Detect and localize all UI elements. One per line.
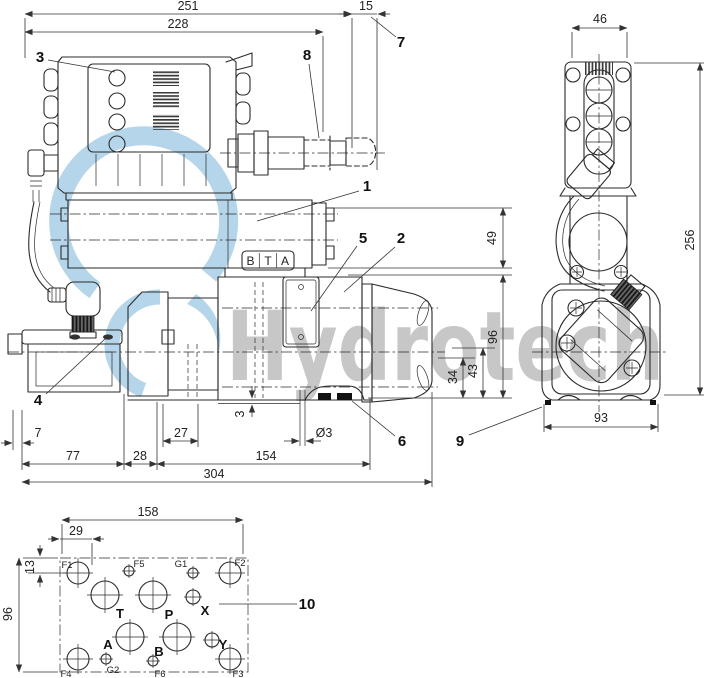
nameplate: [282, 276, 320, 348]
callouts-main: 3 8 7 1 5 2 4 6: [34, 16, 406, 450]
dims-main-bottom: 7 77 28 27 Ø3 154 304 3: [1, 386, 433, 487]
dim-96-main: 96: [486, 330, 500, 344]
port-label-x: X: [201, 603, 210, 618]
port-label-f3: F3: [232, 669, 243, 678]
port-label-f2: F2: [234, 558, 245, 569]
dim-46: 46: [593, 12, 607, 26]
dim-304: 304: [204, 467, 225, 481]
dim-93: 93: [594, 411, 608, 425]
tilted-cartridge: [558, 297, 644, 384]
dims-main-top: 251 228 15: [24, 0, 390, 170]
port-label-f6: F6: [154, 669, 165, 678]
dim-154: 154: [256, 449, 277, 463]
dim-49: 49: [485, 231, 499, 245]
solenoid-connector: [47, 281, 101, 339]
pump-section: [7, 329, 123, 393]
dim-251: 251: [178, 0, 199, 13]
callout-1: 1: [363, 178, 371, 195]
dim-dia3: Ø3: [316, 426, 333, 440]
port-label-a: A: [103, 637, 113, 652]
dims-port-view: 158 29 13 96: [1, 505, 244, 673]
override-cartridge: [220, 130, 385, 176]
port-label-g1: G1: [175, 559, 188, 570]
dim-7: 7: [35, 426, 42, 440]
callout-5: 5: [359, 230, 367, 247]
port-view: T P X A B Y F1 F5 G1 F2 F4 G2 F6 F3: [1, 505, 315, 678]
dim-228: 228: [168, 17, 189, 31]
port-letter-a: A: [281, 254, 289, 268]
vent-grille: [153, 70, 179, 86]
port-label-f5: F5: [133, 559, 144, 570]
port-label-b: B: [154, 644, 163, 659]
dims-main-right: 49 96 34 43: [328, 207, 512, 399]
callout-3: 3: [36, 49, 44, 66]
port-label-p: P: [165, 607, 174, 622]
callout-2: 2: [397, 230, 405, 247]
dim-13: 13: [23, 560, 37, 574]
port-label-t: T: [116, 606, 124, 621]
main-view: B T A: [1, 0, 512, 487]
callout-10: 10: [299, 596, 316, 613]
port-label-g2: G2: [107, 665, 120, 676]
port-labels: T P X A B Y F1 F5 G1 F2 F4 G2 F6 F3: [60, 558, 245, 678]
port-label-f4: F4: [60, 669, 71, 678]
electronics-box: [27, 52, 253, 202]
callout-4: 4: [34, 392, 43, 409]
dim-158: 158: [138, 505, 159, 519]
callout-7: 7: [397, 34, 405, 51]
main-block: [7, 201, 445, 446]
callout-8: 8: [303, 47, 311, 64]
dim-77: 77: [66, 449, 80, 463]
port-letter-t: T: [264, 254, 272, 268]
dim-256: 256: [683, 230, 697, 251]
seal-foot: [304, 385, 365, 401]
dim-34: 34: [446, 370, 460, 384]
dim-28: 28: [133, 449, 147, 463]
cover-screws: [558, 299, 641, 377]
callout-6: 6: [398, 433, 406, 450]
port-label-y: Y: [219, 637, 228, 652]
port-label-f1: F1: [61, 560, 72, 571]
dims-side: 46 256 93: [543, 12, 704, 432]
cable: [28, 201, 51, 293]
cable-side: [555, 195, 605, 292]
solenoid-cone: [361, 283, 433, 403]
angled-connector: [566, 148, 616, 200]
callout-9: 9: [456, 433, 464, 450]
dim-3: 3: [233, 410, 247, 417]
cable-gland: [27, 149, 45, 177]
dim-43: 43: [466, 364, 480, 378]
bolt-screws: [569, 264, 629, 280]
port-marking-plate: B T A: [241, 250, 295, 271]
pilot-valve: B T A: [50, 199, 338, 271]
dim-29: 29: [69, 524, 83, 538]
dim-27: 27: [174, 426, 188, 440]
port-letter-b: B: [246, 254, 254, 268]
dim-15: 15: [359, 0, 373, 13]
port-holes: [63, 558, 245, 674]
dim-96-port: 96: [1, 607, 15, 621]
side-view: 46 256 93 9: [456, 12, 704, 450]
cable-nut: [610, 274, 646, 311]
